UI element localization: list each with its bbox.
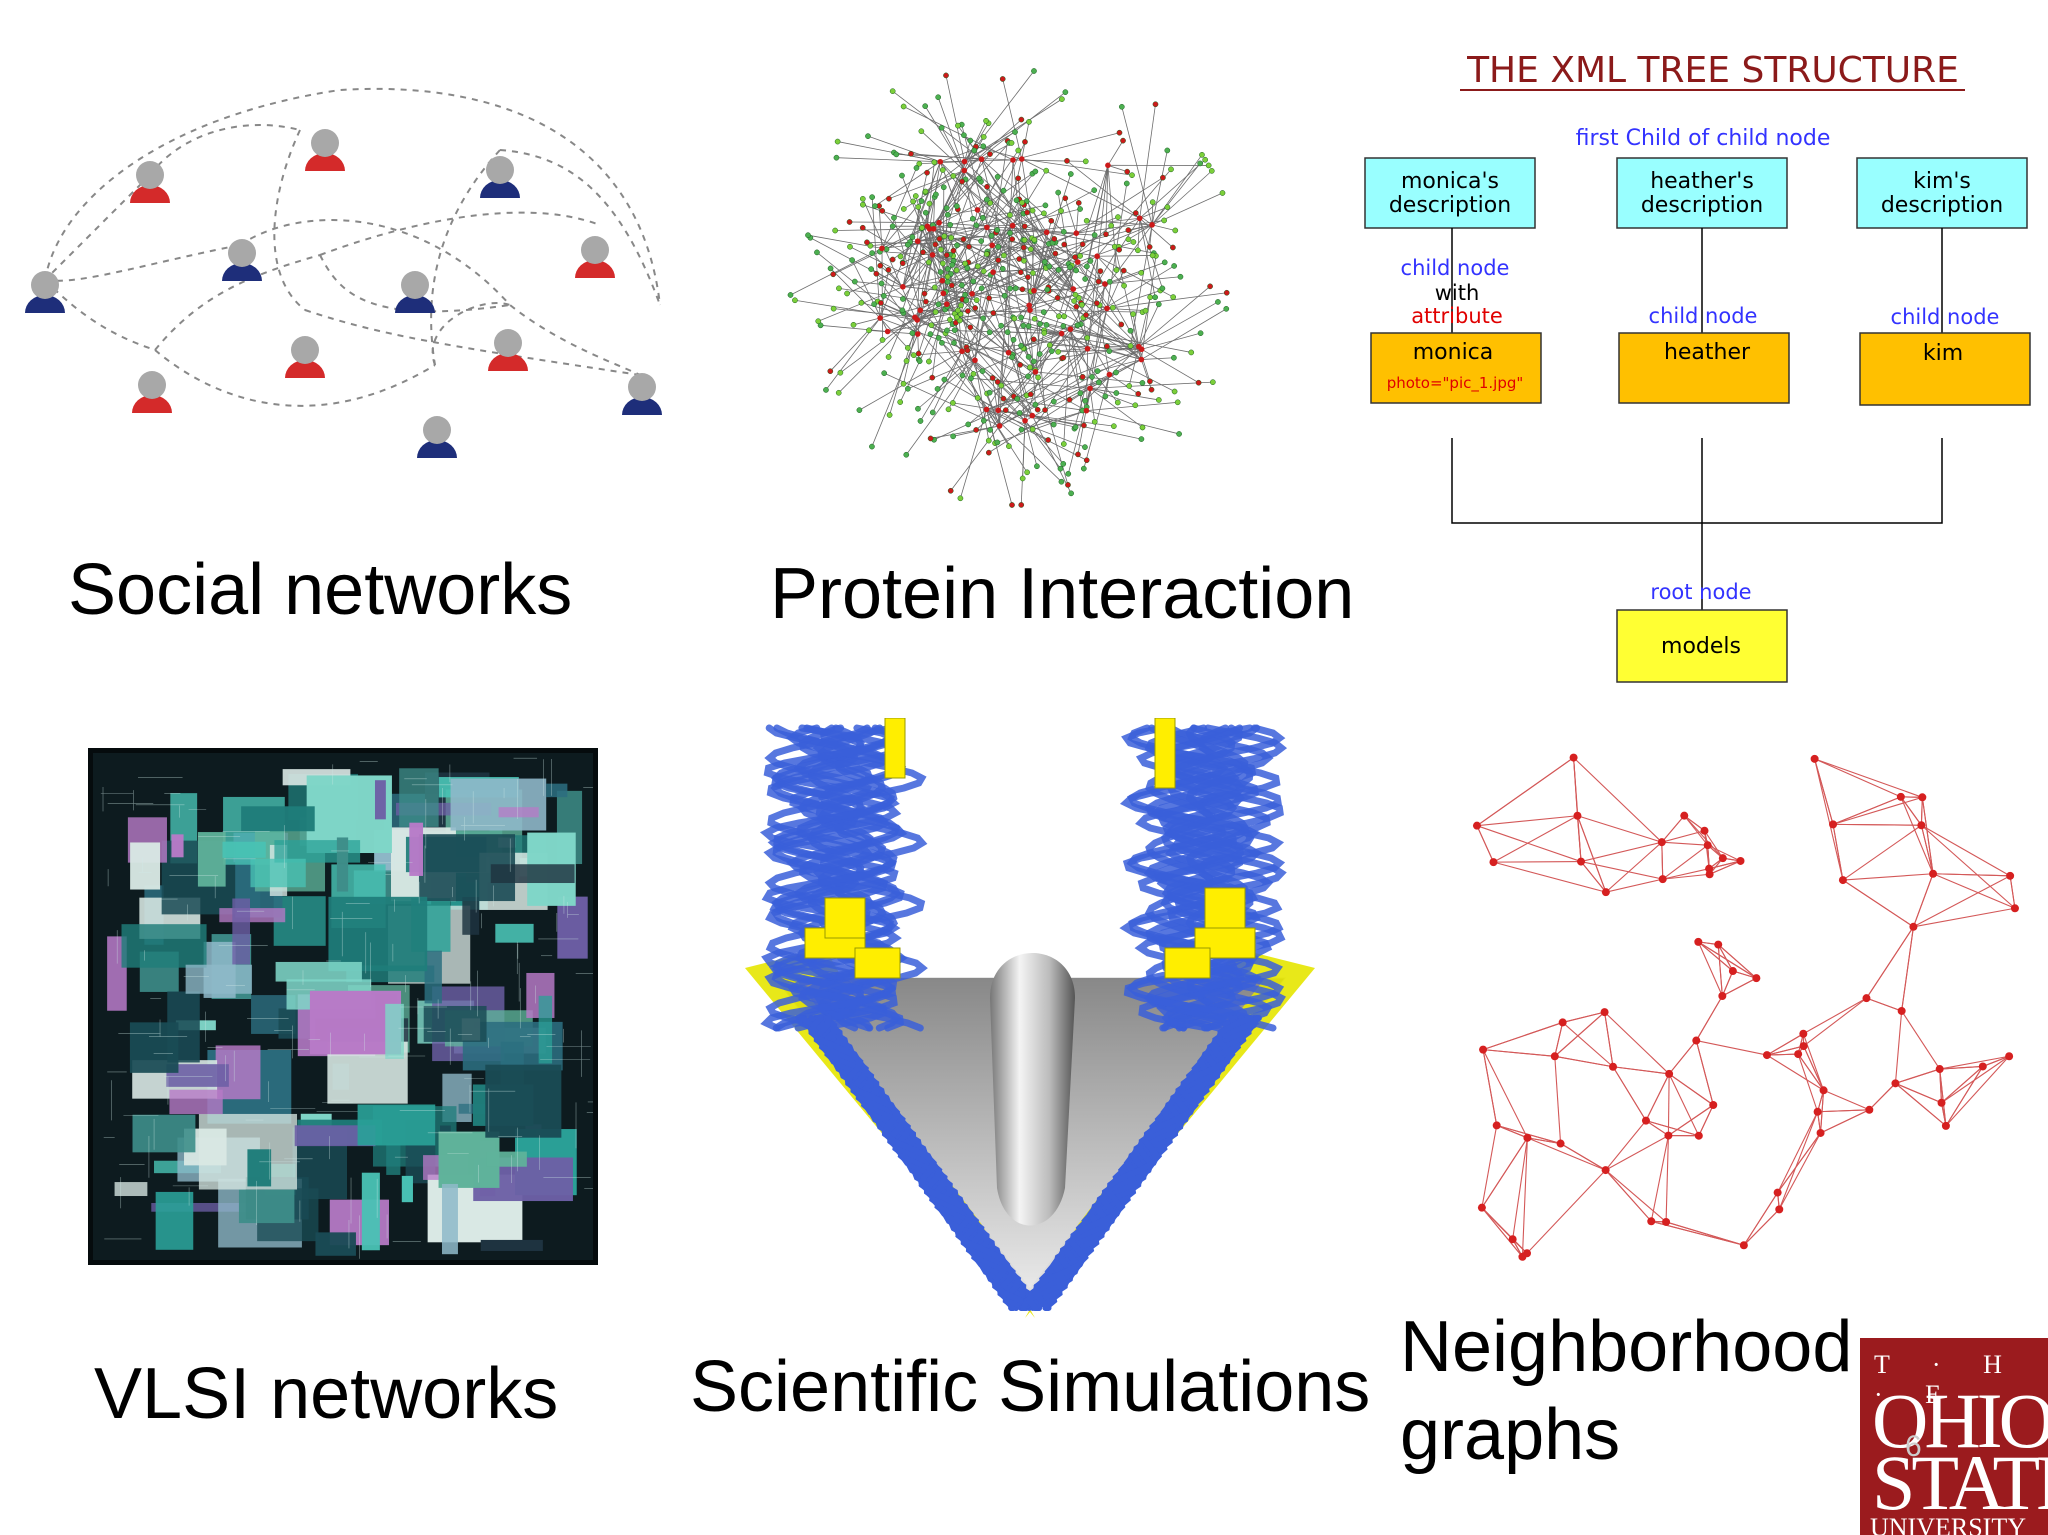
child-node-label-kim: child node [1891, 305, 2000, 329]
logo-the: T · H · E [1874, 1350, 2020, 1409]
child-node-label-monica: child node [1401, 256, 1510, 280]
child-node-label-heather: child node [1649, 304, 1758, 328]
desc-kim-line2: description [1881, 193, 2003, 218]
with-label: with [1435, 281, 1480, 305]
desc-kim-line1: kim's [1913, 169, 1971, 194]
child-kim: kim [1923, 341, 1963, 366]
simulation-render [745, 717, 1315, 1318]
child-heather: heather [1664, 340, 1751, 365]
caption-vlsi-networks: VLSI networks [94, 1354, 559, 1434]
protein-graph [787, 68, 1230, 508]
desc-heather-line1: heather's [1650, 169, 1754, 194]
page-number: 6 [1905, 1430, 1922, 1463]
logo-ohio: OHIO [1872, 1377, 2048, 1464]
first-child-label: first Child of child node [1576, 126, 1831, 151]
person-icons [25, 129, 662, 458]
caption-scientific-simulations: Scientific Simulations [690, 1347, 1371, 1427]
desc-monica-line1: monica's [1401, 169, 1499, 194]
caption-neighborhood-line1: Neighborhood [1400, 1307, 1853, 1387]
vlsi-chip-image [83, 743, 626, 1270]
neighborhood-graph-drawing [1472, 753, 2019, 1261]
desc-heather-line2: description [1641, 193, 1763, 218]
social-network-graph [25, 87, 662, 458]
protein-interaction-network [780, 50, 1270, 520]
scientific-simulation-image [735, 717, 1325, 1318]
vlsi-die-pattern [83, 743, 626, 1270]
root-models: models [1661, 634, 1741, 659]
caption-neighborhood-line2: graphs [1400, 1395, 1621, 1475]
logo-university: UNIVERSITY [1870, 1513, 2026, 1535]
xml-tree-diagram: THE XML TREE STRUCTURE first Child of ch… [1360, 40, 2048, 690]
logo-state: STATE [1872, 1439, 2048, 1526]
child-monica: monica [1413, 340, 1494, 365]
caption-social-networks: Social networks [68, 550, 573, 630]
child-monica-attribute: photo="pic_1.jpg" [1387, 374, 1524, 393]
ohio-state-logo: T · H · E OHIO STATE UNIVERSITY [1860, 1338, 2048, 1535]
root-node-label: root node [1650, 580, 1751, 604]
neighborhood-graph [1445, 745, 2035, 1305]
xml-tree-title: THE XML TREE STRUCTURE [1466, 50, 1959, 91]
social-network-illustration [20, 75, 680, 475]
caption-protein-interaction: Protein Interaction [770, 554, 1355, 634]
attribute-label: attribute [1411, 304, 1503, 328]
desc-monica-line2: description [1389, 193, 1511, 218]
